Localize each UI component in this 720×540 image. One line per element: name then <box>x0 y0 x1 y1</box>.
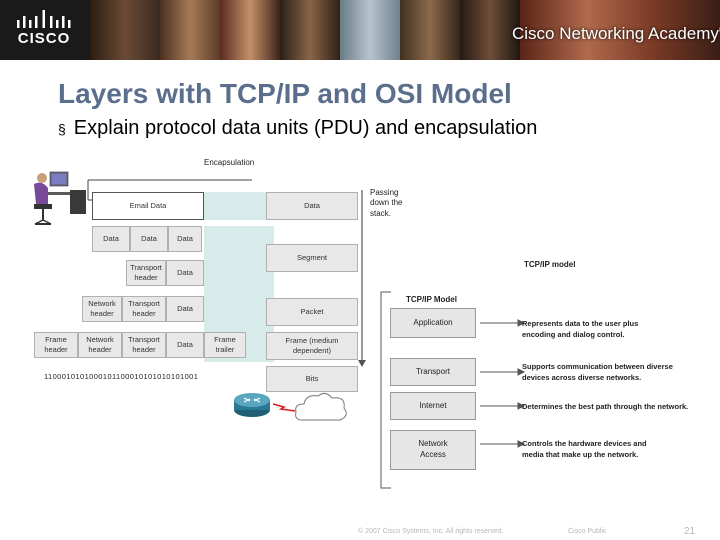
footer-confidential: Cisco Public <box>568 528 607 535</box>
banner-photo <box>460 0 520 60</box>
network-cloud-icon <box>295 392 347 421</box>
cisco-logo: CISCO <box>14 8 74 52</box>
bullet-text: Explain protocol data units (PDU) and en… <box>73 117 538 139</box>
network-access-layer-box: Network Access <box>390 430 476 470</box>
desc-line: encoding and dialog control. <box>522 329 625 339</box>
internet-layer-box: Internet <box>390 392 476 420</box>
pdu-segment-box: Segment <box>266 244 358 272</box>
banner-photo <box>340 0 400 60</box>
transport-layer-box: Transport <box>390 358 476 386</box>
desc-line: media that make up the network. <box>522 449 639 459</box>
lightning-icon <box>272 403 296 412</box>
network-header-line: Network <box>88 299 116 309</box>
transport-header-line: header <box>132 345 156 354</box>
frame-trailer-line: Frame <box>214 335 236 345</box>
frame-header-line: Frame <box>45 335 67 345</box>
transport-desc: Supports communication between diverse d… <box>522 362 673 383</box>
slide-bullet: § Explain protocol data units (PDU) and e… <box>58 117 537 140</box>
tcpip-model-label: TCP/IP Model <box>406 295 457 304</box>
encapsulation-label: Encapsulation <box>204 158 255 167</box>
app-data-box: Data <box>168 226 202 252</box>
layer-name: Network <box>418 439 448 449</box>
tcpip-model-top-label: TCP/IP model <box>524 260 576 269</box>
layer-name: Application <box>413 317 453 327</box>
page-number: 21 <box>684 526 696 537</box>
pdu-packet-box: Packet <box>266 298 358 326</box>
frame-header-box: Frame header <box>34 332 78 358</box>
transport-header-box: Transport header <box>122 296 166 322</box>
pdu-frame-line: dependent) <box>293 346 331 355</box>
transport-header-line: Transport <box>128 299 160 309</box>
layer-name: Access <box>420 450 446 459</box>
banner-photo <box>280 0 340 60</box>
network-header-box: Network header <box>78 332 122 358</box>
passing-line: down the <box>370 198 403 208</box>
segment-data-box: Data <box>166 260 204 286</box>
frame-trailer-box: Frame trailer <box>204 332 246 358</box>
frame-trailer-line: trailer <box>215 345 235 354</box>
desc-line: Represents data to the user plus <box>522 319 639 328</box>
academy-text: Cisco Networking Academy <box>512 24 719 43</box>
network-access-desc: Controls the hardware devices and media … <box>522 439 647 460</box>
transport-header-line: Transport <box>130 263 162 273</box>
router-icon <box>234 393 270 417</box>
frame-header-line: header <box>44 345 68 354</box>
cisco-logo-text: CISCO <box>17 30 71 47</box>
application-desc: Represents data to the user plus encodin… <box>522 319 638 340</box>
trademark-mark: ® <box>719 25 720 34</box>
academy-title: Cisco Networking Academy® <box>512 24 720 44</box>
cisco-bars-icon <box>17 10 71 28</box>
slide-title: Layers with TCP/IP and OSI Model <box>58 78 512 109</box>
footer-copyright: © 2007 Cisco Systems, Inc. All rights re… <box>358 528 504 535</box>
transport-header-box: Transport header <box>122 332 166 358</box>
transport-header-box: Transport header <box>126 260 166 286</box>
transport-header-line: header <box>134 273 158 282</box>
email-data-box: Email Data <box>92 192 204 220</box>
transport-header-line: header <box>132 309 156 318</box>
bullet-square-icon: § <box>58 121 66 137</box>
tcpip-bracket <box>380 291 391 489</box>
application-layer-box: Application <box>390 308 476 338</box>
transport-header-line: Transport <box>128 335 160 345</box>
internet-desc: Determines the best path through the net… <box>522 402 688 413</box>
bits-string: 1100010101000101100010101010101001 <box>44 372 199 381</box>
desc-line: Controls the hardware devices and <box>522 439 647 448</box>
desc-line: Determines the best path through the net… <box>522 402 689 411</box>
network-header-line: header <box>90 309 114 318</box>
encapsulation-band <box>204 192 266 220</box>
passing-line: stack. <box>370 208 391 218</box>
banner-photo <box>220 0 280 60</box>
network-header-box: Network header <box>82 296 122 322</box>
pdu-data-box: Data <box>266 192 358 220</box>
layer-arrows <box>480 319 526 448</box>
network-header-line: header <box>88 345 112 354</box>
header-banner: CISCO Cisco Networking Academy® <box>0 0 720 60</box>
desc-line: devices across diverse networks. <box>522 372 642 382</box>
pdu-frame-line: Frame (medium <box>285 336 339 346</box>
pdu-bits-box: Bits <box>266 366 358 392</box>
banner-photo <box>400 0 460 60</box>
frame-data-box: Data <box>166 332 204 358</box>
layer-name: Internet <box>419 400 447 410</box>
encapsulation-line <box>87 179 366 367</box>
user-computer-icon <box>34 171 86 225</box>
passing-line: Passing <box>370 188 399 197</box>
encapsulation-diagram: Encapsulation Email Data Data Data Data … <box>0 150 720 540</box>
banner-photo <box>520 0 720 60</box>
network-header-line: Network <box>86 335 114 345</box>
banner-photo <box>90 0 160 60</box>
desc-line: Supports communication between diverse <box>522 362 673 371</box>
passing-label: Passing down the stack. <box>370 188 402 219</box>
layer-name: Transport <box>416 366 450 376</box>
banner-photo <box>160 0 220 60</box>
app-data-box: Data <box>130 226 168 252</box>
pdu-frame-box: Frame (medium dependent) <box>266 332 358 360</box>
app-data-box: Data <box>92 226 130 252</box>
packet-data-box: Data <box>166 296 204 322</box>
